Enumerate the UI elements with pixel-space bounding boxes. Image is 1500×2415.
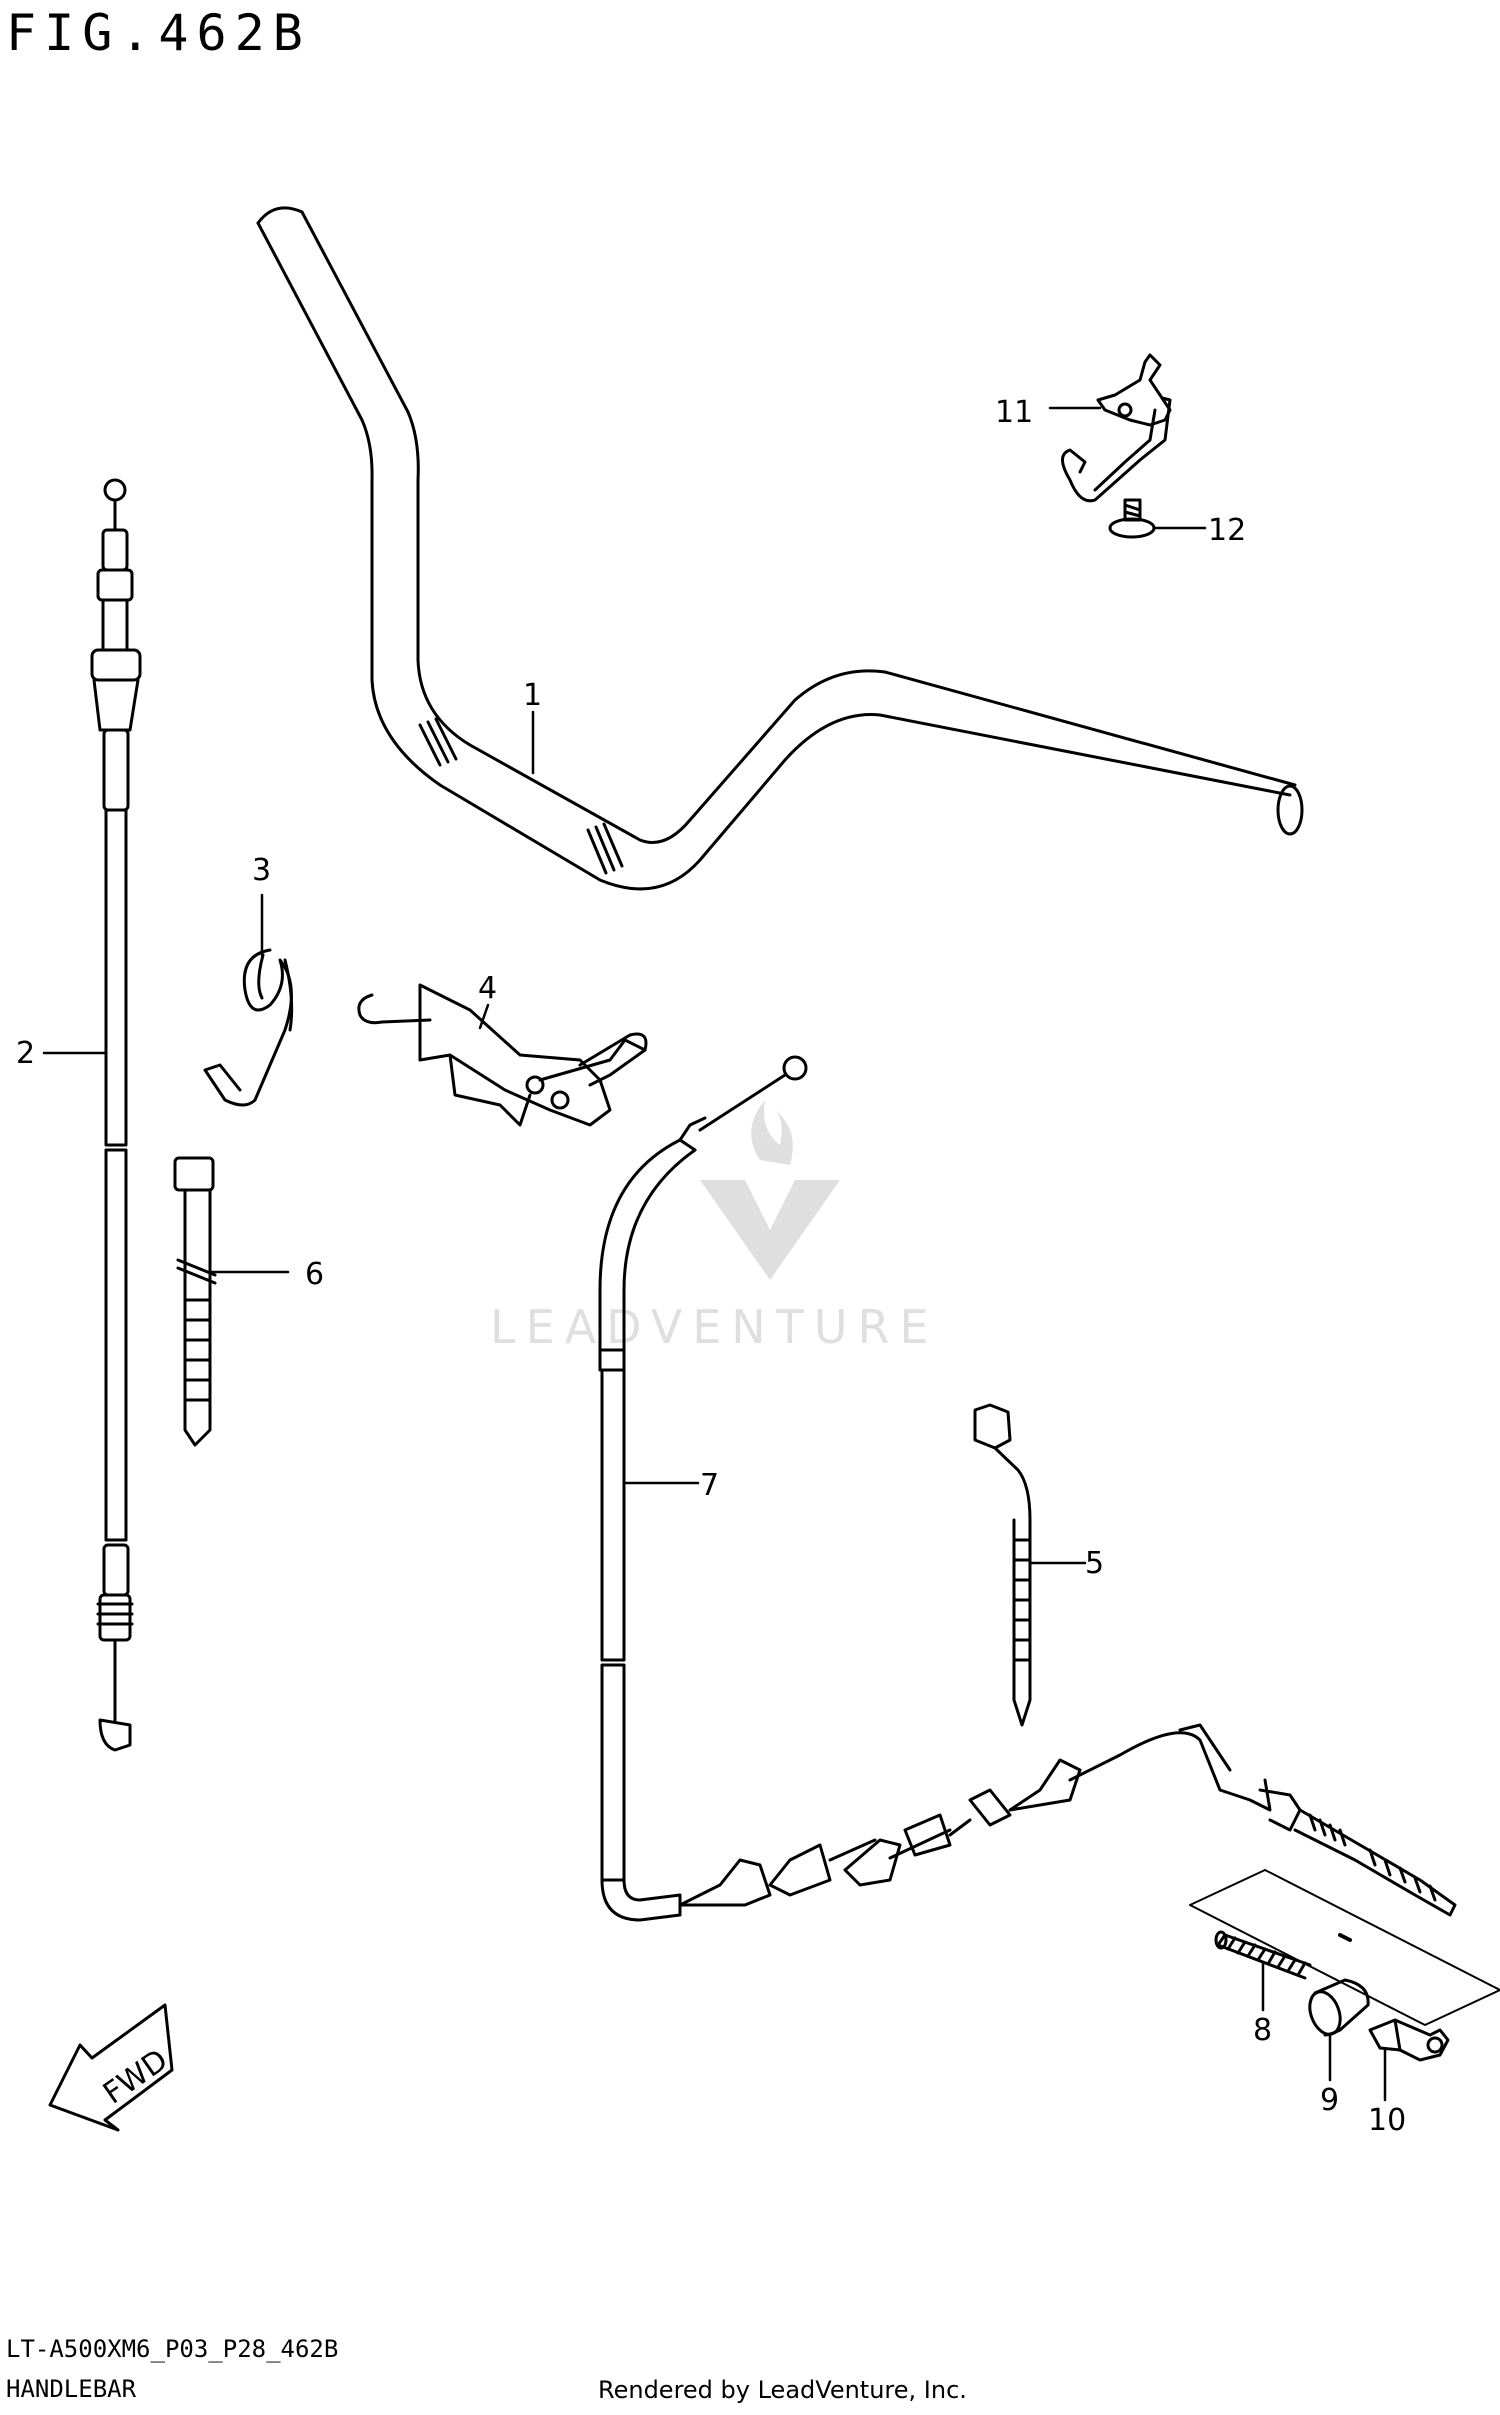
callout-3[interactable]: 3: [252, 853, 271, 888]
clip-part-3[interactable]: [203, 948, 294, 1107]
callout-2[interactable]: 2: [16, 1036, 35, 1071]
sleeve-part-9[interactable]: [1304, 1978, 1370, 2038]
spring-part-8[interactable]: [1214, 1930, 1312, 1980]
cable-tie-part-6[interactable]: [173, 1156, 217, 1447]
callout-8[interactable]: 8: [1253, 2013, 1272, 2048]
watermark: LEADVENTURE: [490, 1100, 939, 1354]
leader-line-4: [478, 1003, 490, 1030]
rendered-by: Rendered by LeadVenture, Inc.: [598, 2376, 967, 2404]
bracket-part-4[interactable]: [357, 983, 648, 1127]
end-fitting-part-10[interactable]: [1368, 2018, 1450, 2062]
callout-7[interactable]: 7: [700, 1468, 719, 1503]
figure-title: FIG.462B: [6, 4, 311, 62]
forward-arrow-label: FWD: [97, 2043, 174, 2112]
callout-1[interactable]: 1: [523, 678, 542, 713]
model-code: LT-A500XM6_P03_P28_462B: [6, 2335, 339, 2363]
forward-arrow: [48, 2003, 174, 2132]
callout-10[interactable]: 10: [1368, 2103, 1406, 2138]
callout-4[interactable]: 4: [478, 971, 497, 1006]
screw-part-12[interactable]: [1108, 498, 1156, 539]
bracket-part-11[interactable]: [1061, 353, 1172, 503]
kit-group-outline: [1189, 1869, 1500, 2026]
callout-12[interactable]: 12: [1208, 513, 1246, 548]
callout-9[interactable]: 9: [1320, 2083, 1339, 2118]
cable-part-2[interactable]: [90, 478, 142, 1752]
callout-6[interactable]: 6: [305, 1257, 324, 1292]
callout-11[interactable]: 11: [995, 395, 1033, 430]
cable-tie-part-5[interactable]: [973, 1403, 1032, 1727]
section-name: HANDLEBAR: [6, 2375, 137, 2403]
callout-5[interactable]: 5: [1085, 1546, 1104, 1581]
handlebar-part[interactable]: [256, 206, 1304, 891]
cable-part-7[interactable]: [598, 1055, 1457, 1922]
watermark-text: LEADVENTURE: [490, 1300, 939, 1354]
